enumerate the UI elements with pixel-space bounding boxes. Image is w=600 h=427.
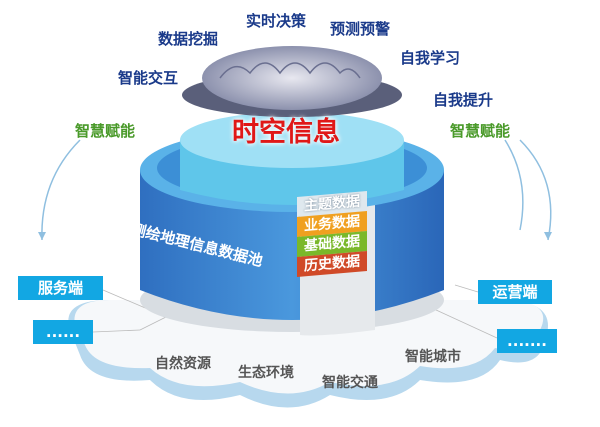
label-self-improvement: 自我提升 (433, 91, 494, 109)
empower-left: 智慧赋能 (75, 122, 136, 140)
operation-end-box: 运营端 (478, 280, 552, 304)
cloud-ecology: 生态环境 (238, 365, 294, 381)
cloud-natural-resources: 自然资源 (155, 356, 211, 372)
empower-right: 智慧赋能 (450, 122, 511, 140)
label-prediction-warning: 预测预警 (330, 20, 391, 38)
label-realtime-decision: 实时决策 (246, 12, 307, 30)
label-data-mining: 数据挖掘 (158, 30, 219, 48)
cloud-smart-city: 智能城市 (405, 349, 461, 365)
label-smart-interaction: 智能交互 (118, 69, 179, 87)
label-self-learning: 自我学习 (400, 49, 461, 67)
page-title: 时空信息 (232, 117, 340, 148)
service-end-box: 服务端 (18, 276, 103, 300)
brain-icon (202, 46, 382, 110)
cloud-smart-traffic: 智能交通 (322, 375, 378, 391)
right-more-box: ....... (497, 329, 557, 353)
left-more-box: ...... (33, 320, 93, 344)
